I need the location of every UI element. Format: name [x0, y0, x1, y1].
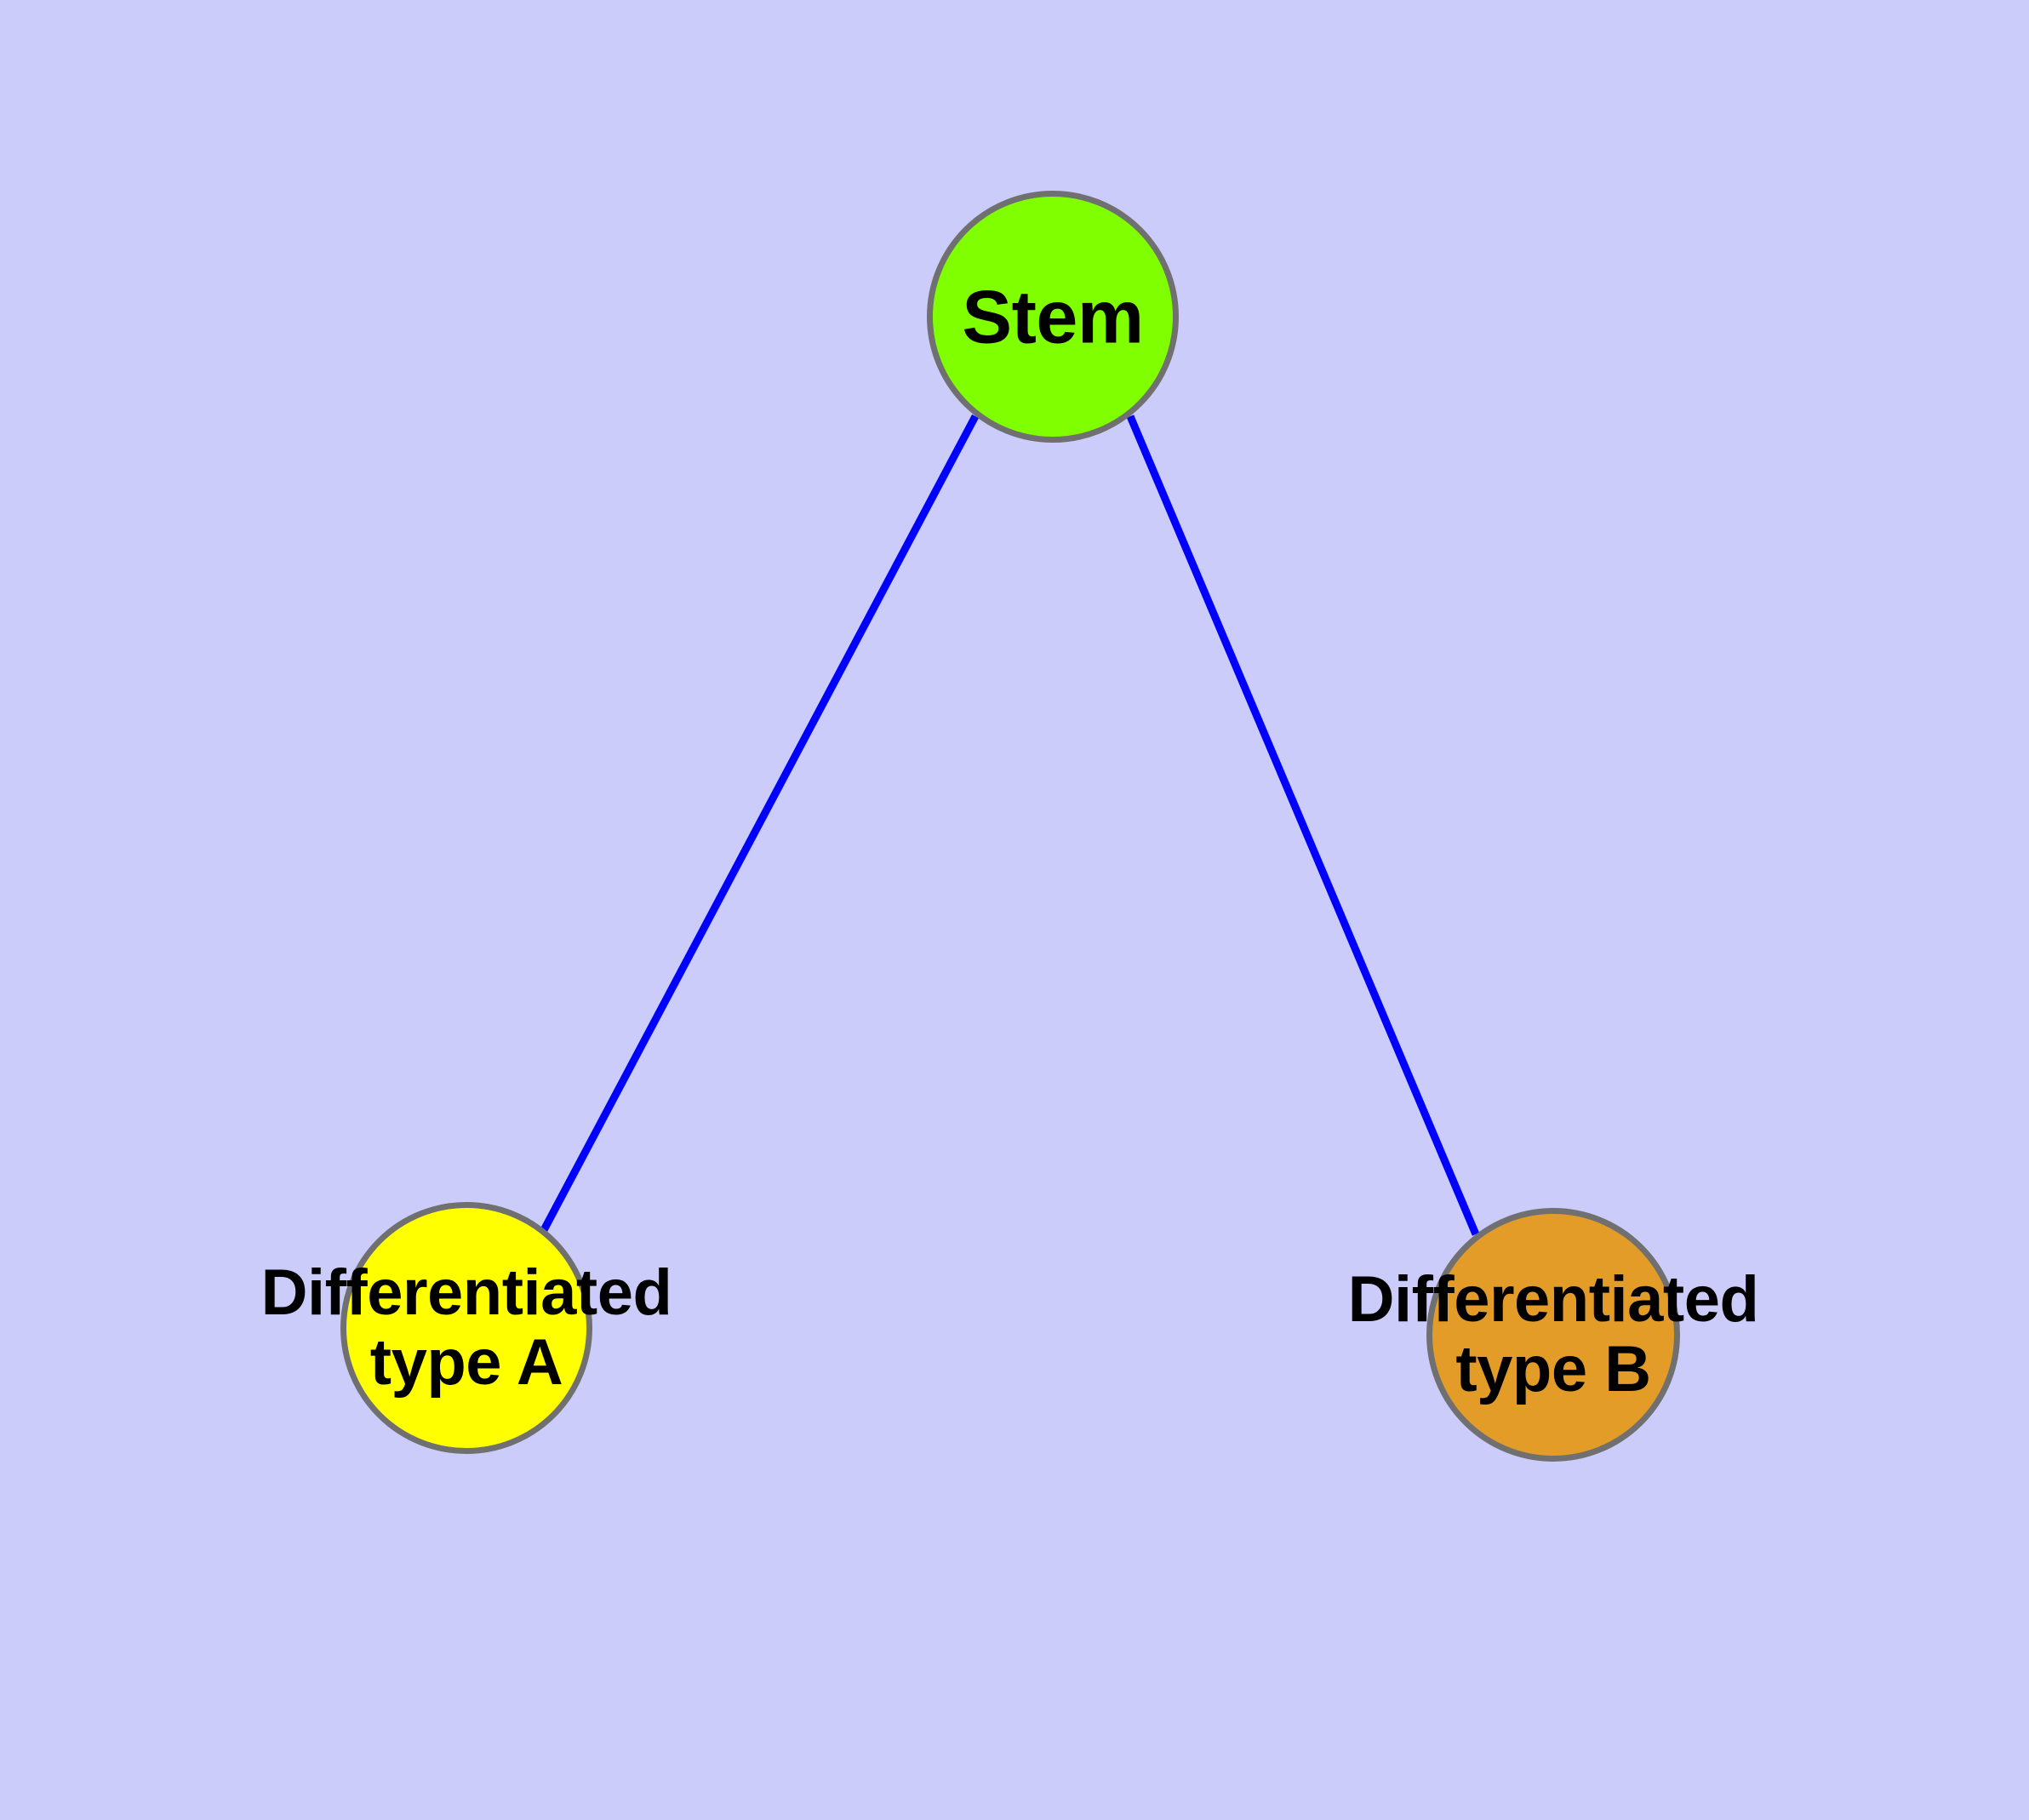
edge-stem-to-differentiated-type-a[interactable]	[540, 414, 979, 1233]
node-differentiated-type-a[interactable]	[340, 1202, 592, 1454]
node-layer	[340, 191, 1680, 1462]
edge-layer	[540, 414, 1480, 1236]
node-differentiated-type-b[interactable]	[1426, 1208, 1680, 1462]
edge-stem-to-differentiated-type-b[interactable]	[1126, 415, 1480, 1236]
node-stem[interactable]	[927, 191, 1179, 443]
